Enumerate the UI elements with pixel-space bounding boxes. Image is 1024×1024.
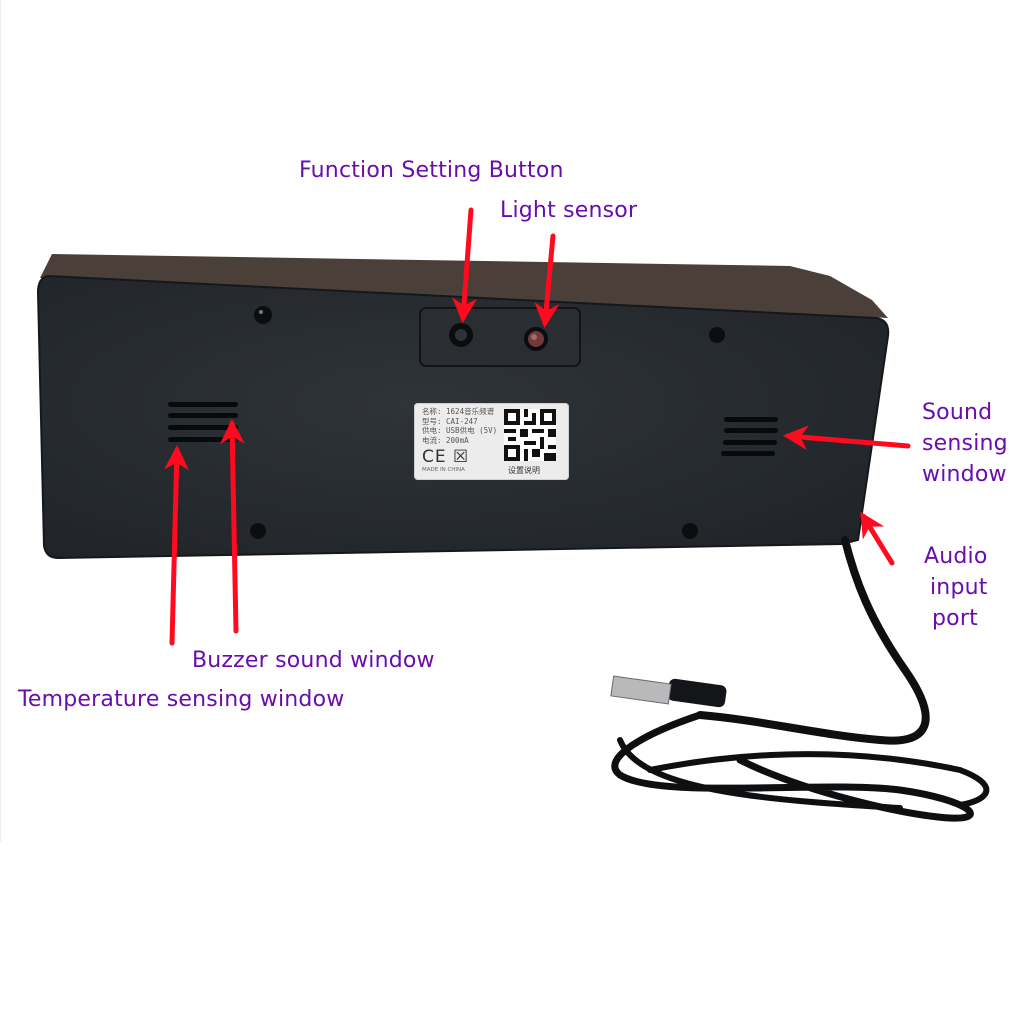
caption-audio-input-port: Audio input port xyxy=(924,541,988,634)
screw-bottom-right xyxy=(682,523,698,539)
caption-function-setting-button: Function Setting Button xyxy=(299,158,564,183)
sticker-specs: 名称: 1624音乐频谱 型号: CAI-247 供电: USB供电 (5V) … xyxy=(422,407,497,445)
annotation-arrows xyxy=(163,207,911,646)
right-vent-slots xyxy=(721,417,778,456)
usb-plug-body xyxy=(667,678,727,708)
qr-code-icon xyxy=(504,409,556,461)
caption-line: input xyxy=(930,575,988,600)
made-in-label: MADE IN CHINA xyxy=(422,467,465,473)
arrow-buzzer-window xyxy=(219,419,245,634)
arrow-audio-port xyxy=(860,511,895,566)
qr-caption: 设置说明 xyxy=(508,466,540,475)
sticker-spec-line: 型号: CAI-247 xyxy=(422,416,478,426)
usb-cable xyxy=(611,536,990,822)
arrow-sound-window xyxy=(783,425,911,451)
sticker-spec-line: 供电: USB供电 (5V) xyxy=(422,426,498,435)
usb-plug-metal xyxy=(610,675,672,705)
caption-light-sensor: Light sensor xyxy=(500,198,638,223)
control-recess xyxy=(419,307,581,367)
arrow-temperature-window xyxy=(163,445,189,646)
arrow-light-sensor xyxy=(534,233,560,328)
ce-weee-marks: CE ☒ xyxy=(422,447,470,467)
caption-line: Audio xyxy=(924,544,988,569)
caption-line: window xyxy=(922,462,1007,487)
screw-top-left xyxy=(254,306,272,324)
sticker-spec-line: 名称: 1624音乐频谱 xyxy=(422,407,495,416)
arrow-function-button xyxy=(452,207,477,323)
caption-buzzer-sound-window: Buzzer sound window xyxy=(192,648,435,673)
screw-bottom-left xyxy=(250,523,266,539)
caption-sound-sensing-window: Sound sensing window xyxy=(922,397,1008,490)
product-label-sticker: 名称: 1624音乐频谱 型号: CAI-247 供电: USB供电 (5V) … xyxy=(414,403,569,480)
screw-top-right xyxy=(709,327,725,343)
sticker-spec-line: 电流: 200mA xyxy=(422,435,469,445)
caption-line: sensing xyxy=(922,431,1008,456)
caption-temperature-sensing-window: Temperature sensing window xyxy=(18,687,345,712)
photo-edge-line xyxy=(0,0,1,842)
caption-line: Sound xyxy=(922,400,993,425)
caption-line: port xyxy=(932,606,978,631)
